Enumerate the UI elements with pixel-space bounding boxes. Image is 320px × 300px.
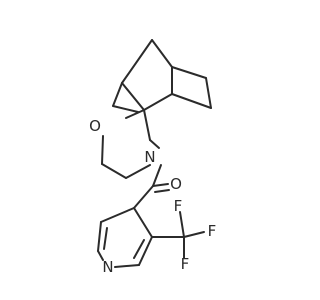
bond <box>143 93 173 111</box>
bond <box>121 82 145 111</box>
bond <box>133 207 153 238</box>
bond <box>151 39 173 68</box>
fluorine-label-1: F <box>174 197 183 215</box>
bond <box>205 77 212 109</box>
molecule-structure: O N O N F F F <box>89 39 216 276</box>
bond <box>171 93 212 109</box>
fluorine-label-3: F <box>181 255 190 273</box>
bond <box>152 183 169 187</box>
morpholine-bonds <box>101 109 160 179</box>
pyridine-bonds <box>97 207 153 268</box>
bond <box>97 221 102 252</box>
trifluoromethyl-bonds <box>151 211 205 259</box>
bond <box>112 105 139 113</box>
amide-bonds <box>133 164 170 209</box>
pyridine-nitrogen-label: N <box>102 258 113 276</box>
bond <box>114 264 140 268</box>
bond <box>149 139 160 149</box>
ring-oxygen-label: O <box>89 117 101 135</box>
bond <box>101 163 127 179</box>
bond <box>179 211 185 238</box>
bond <box>171 66 207 79</box>
bond <box>138 236 153 266</box>
norbornane-bonds <box>112 39 212 113</box>
atom-labels: O N O N F F F <box>89 117 216 276</box>
bond <box>133 239 145 259</box>
bond <box>154 189 170 193</box>
bond <box>125 109 145 119</box>
fluorine-label-2: F <box>208 222 217 240</box>
bond <box>152 164 162 187</box>
bond <box>183 231 205 238</box>
bond <box>121 39 153 84</box>
ring-nitrogen-label: N <box>144 148 155 166</box>
structure-drawing: O N O N F F F <box>89 39 216 276</box>
bond <box>125 164 151 179</box>
bond <box>103 227 108 250</box>
bond <box>112 82 123 107</box>
bond <box>133 185 154 209</box>
bond <box>100 207 135 223</box>
bond <box>101 135 104 165</box>
bond <box>143 109 151 141</box>
bond <box>97 250 104 261</box>
carbonyl-oxygen-label: O <box>170 175 182 193</box>
